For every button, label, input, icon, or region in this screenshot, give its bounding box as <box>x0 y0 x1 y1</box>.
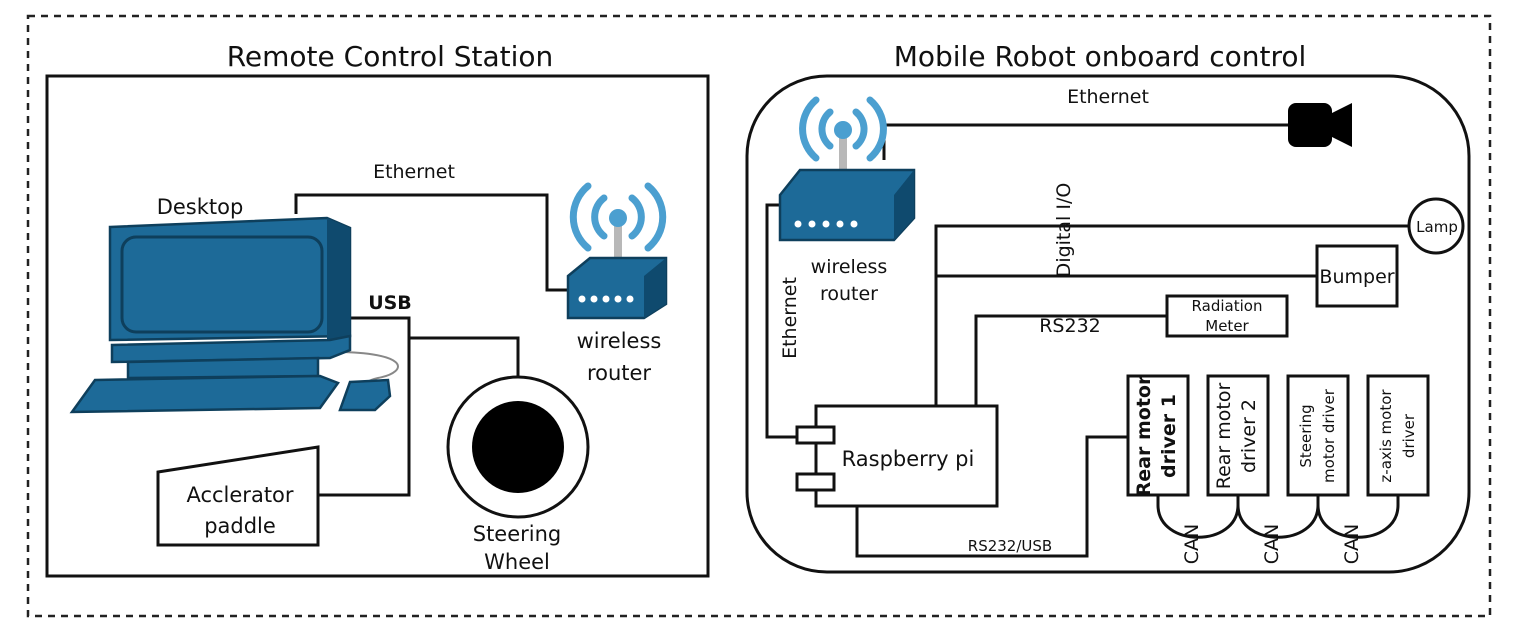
can-label-1: CAN <box>1181 524 1203 564</box>
radiation-label-line2: Meter <box>1205 317 1249 335</box>
can-label-2: CAN <box>1261 524 1283 564</box>
robot-ethernet-top-label: Ethernet <box>1067 86 1149 108</box>
rs232-label: RS232 <box>1039 315 1101 337</box>
driver-box-rear-2 <box>1206 374 1270 497</box>
robot-ethernet-wire <box>765 203 797 439</box>
usb-label: USB <box>368 292 412 314</box>
raspberry-pi-box <box>814 404 999 508</box>
bumper-label: Bumper <box>1319 266 1394 288</box>
robot-ethernet-side-label: Ethernet <box>779 277 801 359</box>
remote-router-label-line1: wireless <box>577 329 662 353</box>
lamp-wire <box>934 224 1410 406</box>
outer-dashed-border <box>26 14 1492 618</box>
robot-title: Mobile Robot onboard control <box>894 40 1307 73</box>
can-link-3 <box>1316 495 1400 539</box>
digital-io-label: Digital I/O <box>1053 183 1075 278</box>
robot-router-label-line1: wireless <box>811 256 888 278</box>
driver-z-axis-line2: driver <box>1400 413 1418 458</box>
accelerator-label-line1: Acclerator <box>186 483 293 507</box>
steering-wheel-label-line1: Steering <box>473 522 562 546</box>
can-link-1 <box>1156 495 1240 539</box>
steering-wheel-icon <box>446 375 590 519</box>
driver-z-axis-line1: z-axis motor <box>1377 389 1395 483</box>
lamp-label: Lamp <box>1416 218 1458 236</box>
steering-wheel-label-line2: Wheel <box>484 550 550 574</box>
usb-steering-wire <box>409 336 520 376</box>
lamp-circle <box>1407 197 1465 255</box>
driver-rear-1-line2: driver 1 <box>1158 394 1180 478</box>
rs232-usb-wire <box>855 435 1128 558</box>
radiation-meter-box <box>1165 294 1289 338</box>
driver-steering-line1: Steering <box>1297 404 1315 467</box>
robot-router-label-line2: router <box>820 283 878 305</box>
bumper-box <box>1315 244 1399 308</box>
radiation-wire <box>974 314 1167 406</box>
desktop-computer-icon <box>69 216 392 414</box>
desktop-label: Desktop <box>157 195 244 219</box>
video-camera-icon <box>1288 103 1352 147</box>
raspberry-pi-label: Raspberry pi <box>842 447 975 471</box>
raspberry-port-bottom <box>795 472 836 492</box>
remote-router-label-line2: router <box>587 361 651 385</box>
raspberry-port-top <box>795 425 836 445</box>
robot-router-icon <box>778 96 916 242</box>
driver-rear-2-line1: Rear motor <box>1213 383 1235 490</box>
accelerator-paddle-shape <box>156 445 320 547</box>
driver-box-rear-1 <box>1126 374 1190 497</box>
remote-station-title: Remote Control Station <box>227 40 554 73</box>
usb-accelerator-wire <box>318 316 411 497</box>
driver-steering-line2: motor driver <box>1320 388 1338 483</box>
driver-box-steering <box>1286 374 1350 497</box>
can-label-3: CAN <box>1341 524 1363 564</box>
radiation-label-line1: Radiation <box>1192 297 1263 315</box>
driver-box-z-axis <box>1366 374 1430 497</box>
accelerator-label-line2: paddle <box>204 514 276 538</box>
remote-ethernet-label: Ethernet <box>373 161 455 183</box>
remote-router-icon <box>566 182 668 320</box>
driver-rear-1-line1: Rear motor <box>1133 375 1155 496</box>
rs232-usb-label: RS232/USB <box>968 537 1052 555</box>
remote-ethernet-wire <box>294 193 568 292</box>
driver-rear-2-line2: driver 2 <box>1238 399 1260 473</box>
